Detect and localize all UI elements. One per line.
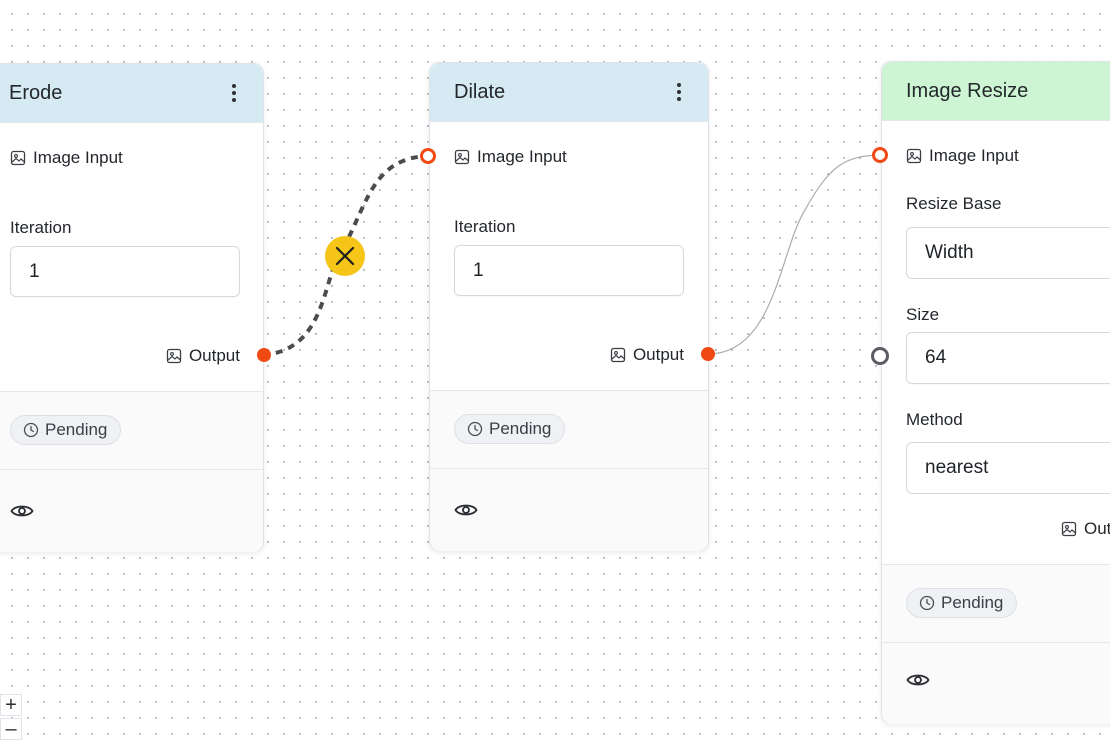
status-section: Pending — [882, 564, 1110, 642]
status-text: Pending — [489, 419, 552, 438]
resize-base-select[interactable]: Width — [906, 227, 1110, 279]
dilate-input-handle[interactable] — [420, 148, 436, 164]
status-text: Pending — [45, 420, 108, 439]
status-text: Pending — [941, 593, 1004, 612]
iteration-value: 1 — [473, 259, 484, 281]
status-badge: Pending — [10, 415, 122, 445]
output-port-row: Output — [166, 346, 240, 366]
node-title: Image Resize — [906, 79, 1029, 102]
output-port-label: Output — [188, 346, 240, 365]
input-port-label: Image Input — [929, 146, 1019, 165]
preview-section — [0, 469, 263, 552]
method-label: Method — [906, 410, 963, 429]
node-erode[interactable]: Erode Image Input Iteration 1 Output Pen… — [0, 63, 264, 552]
image-icon — [10, 150, 26, 166]
input-port-row: Image Input — [906, 146, 1019, 166]
image-icon — [166, 348, 182, 364]
iteration-label: Iteration — [454, 217, 516, 236]
resize-size-handle[interactable] — [871, 347, 889, 365]
method-value: nearest — [925, 457, 989, 478]
input-port-label: Image Input — [477, 147, 567, 166]
size-value: 64 — [925, 347, 947, 368]
preview-section — [882, 642, 1110, 724]
output-port-label: Out — [1084, 519, 1110, 538]
resize-input-handle[interactable] — [872, 147, 888, 163]
zoom-in-label: + — [5, 693, 17, 716]
image-icon — [1061, 521, 1077, 537]
input-port-row: Image Input — [10, 148, 123, 168]
iteration-input[interactable]: 1 — [454, 245, 684, 296]
status-section: Pending — [430, 390, 708, 468]
node-header[interactable]: Dilate — [430, 63, 708, 122]
input-port-label: Image Input — [33, 148, 123, 167]
resize-base-label: Resize Base — [906, 194, 1002, 213]
status-badge: Pending — [906, 588, 1018, 618]
eye-icon[interactable] — [906, 672, 930, 688]
input-port-row: Image Input — [454, 147, 567, 167]
method-select[interactable]: nearest — [906, 442, 1110, 494]
node-header[interactable]: Erode — [0, 64, 263, 123]
eye-icon[interactable] — [10, 503, 34, 519]
iteration-input[interactable]: 1 — [10, 246, 240, 297]
zoom-out-label: – — [5, 717, 17, 740]
clock-icon — [467, 421, 483, 437]
clock-icon — [919, 595, 935, 611]
clock-icon — [23, 422, 39, 438]
more-vertical-icon[interactable] — [668, 81, 690, 103]
image-icon — [906, 148, 922, 164]
eye-icon[interactable] — [454, 502, 478, 518]
output-port-row: Output — [610, 345, 684, 365]
erode-output-handle[interactable] — [257, 348, 271, 362]
more-vertical-icon[interactable] — [223, 82, 245, 104]
status-section: Pending — [0, 391, 263, 469]
delete-edge-button[interactable] — [325, 236, 365, 276]
size-label: Size — [906, 305, 940, 324]
preview-section — [430, 468, 708, 551]
image-icon — [454, 149, 470, 165]
node-title: Dilate — [454, 80, 506, 103]
resize-base-value: Width — [925, 242, 974, 263]
node-dilate[interactable]: Dilate Image Input Iteration 1 Output Pe… — [429, 62, 709, 551]
edge-dilate-to-resize[interactable] — [707, 154, 881, 355]
zoom-out-button[interactable]: – — [0, 718, 22, 740]
image-icon — [610, 347, 626, 363]
node-image-resize[interactable]: Image Resize Image Input Resize Base Wid… — [881, 61, 1110, 724]
dilate-output-handle[interactable] — [701, 347, 715, 361]
node-header[interactable]: Image Resize — [882, 62, 1110, 121]
iteration-label: Iteration — [10, 218, 72, 237]
size-input[interactable]: 64 — [906, 332, 1110, 384]
status-badge: Pending — [454, 414, 566, 444]
node-title: Erode — [9, 81, 63, 104]
output-port-row: Out — [1061, 519, 1110, 539]
zoom-in-button[interactable]: + — [0, 694, 22, 716]
output-port-label: Output — [632, 345, 684, 364]
iteration-value: 1 — [29, 260, 40, 282]
close-icon — [335, 246, 355, 266]
